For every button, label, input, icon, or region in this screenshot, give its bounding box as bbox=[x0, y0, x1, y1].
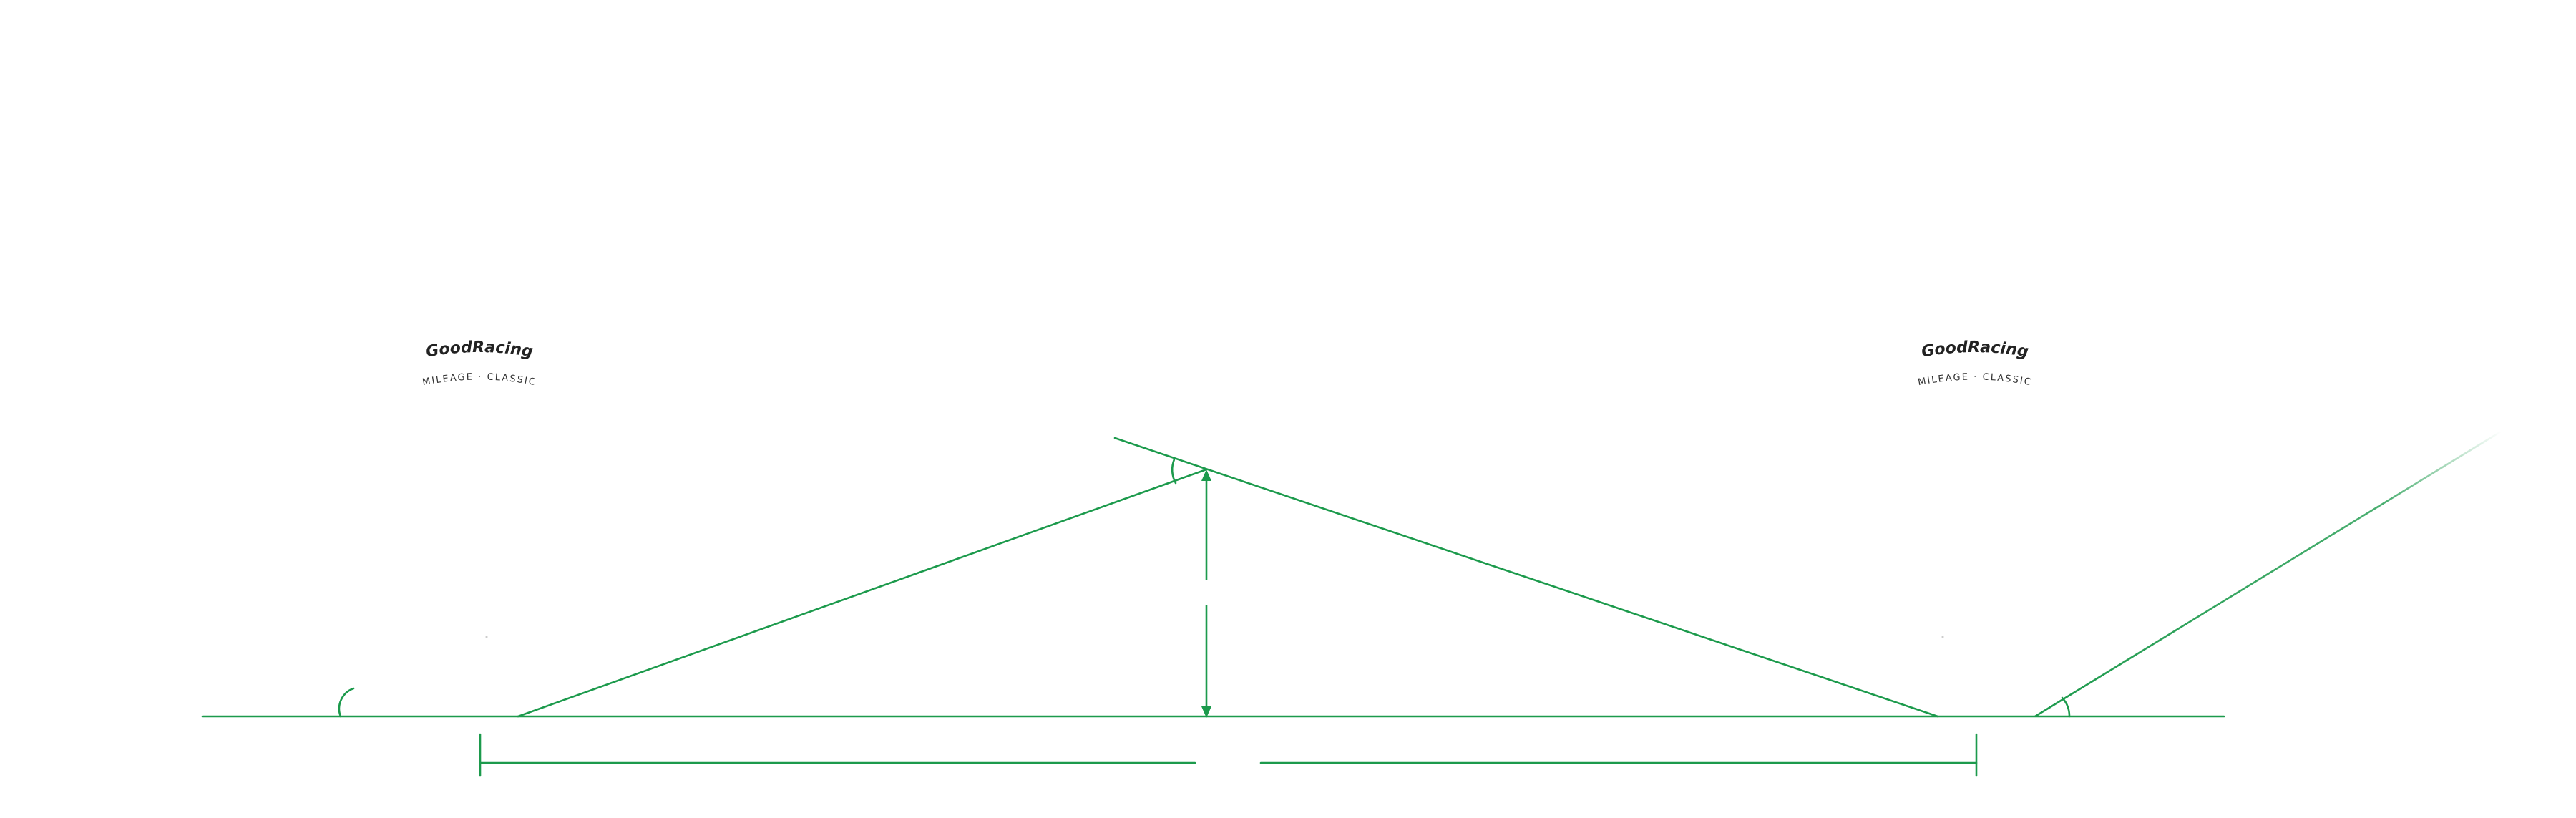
triangle-right-side bbox=[1113, 437, 1939, 718]
right-logo-model: MILEAGE · CLASSIC bbox=[1917, 371, 2033, 388]
height-arrow-bottom bbox=[1201, 706, 1211, 718]
seat-tube-line bbox=[2034, 430, 2502, 718]
right-hub-mark bbox=[1941, 636, 1944, 638]
seat-angle-arc bbox=[2061, 696, 2071, 718]
triangle-left-side bbox=[517, 468, 1208, 718]
left-logo-brand-text: GoodRacing bbox=[424, 339, 534, 361]
left-hub-mark bbox=[485, 636, 488, 638]
right-logo-model-text: MILEAGE · CLASSIC bbox=[1917, 371, 2031, 388]
left-logo-model: MILEAGE · CLASSIC bbox=[421, 371, 537, 388]
left-logo-model-text: MILEAGE · CLASSIC bbox=[421, 371, 536, 388]
right-logo-brand-text: GoodRacing bbox=[1920, 339, 2029, 361]
apex-angle-arc bbox=[1171, 458, 1177, 485]
head-angle-arc bbox=[338, 687, 355, 718]
height-arrow-top bbox=[1201, 469, 1211, 481]
left-tire-logo: GoodRacing MILEAGE · CLASSIC bbox=[421, 339, 537, 388]
right-logo-brand: GoodRacing bbox=[1920, 339, 2029, 361]
right-tire-logo: GoodRacing MILEAGE · CLASSIC bbox=[1917, 339, 2033, 388]
left-logo-brand: GoodRacing bbox=[424, 339, 534, 361]
